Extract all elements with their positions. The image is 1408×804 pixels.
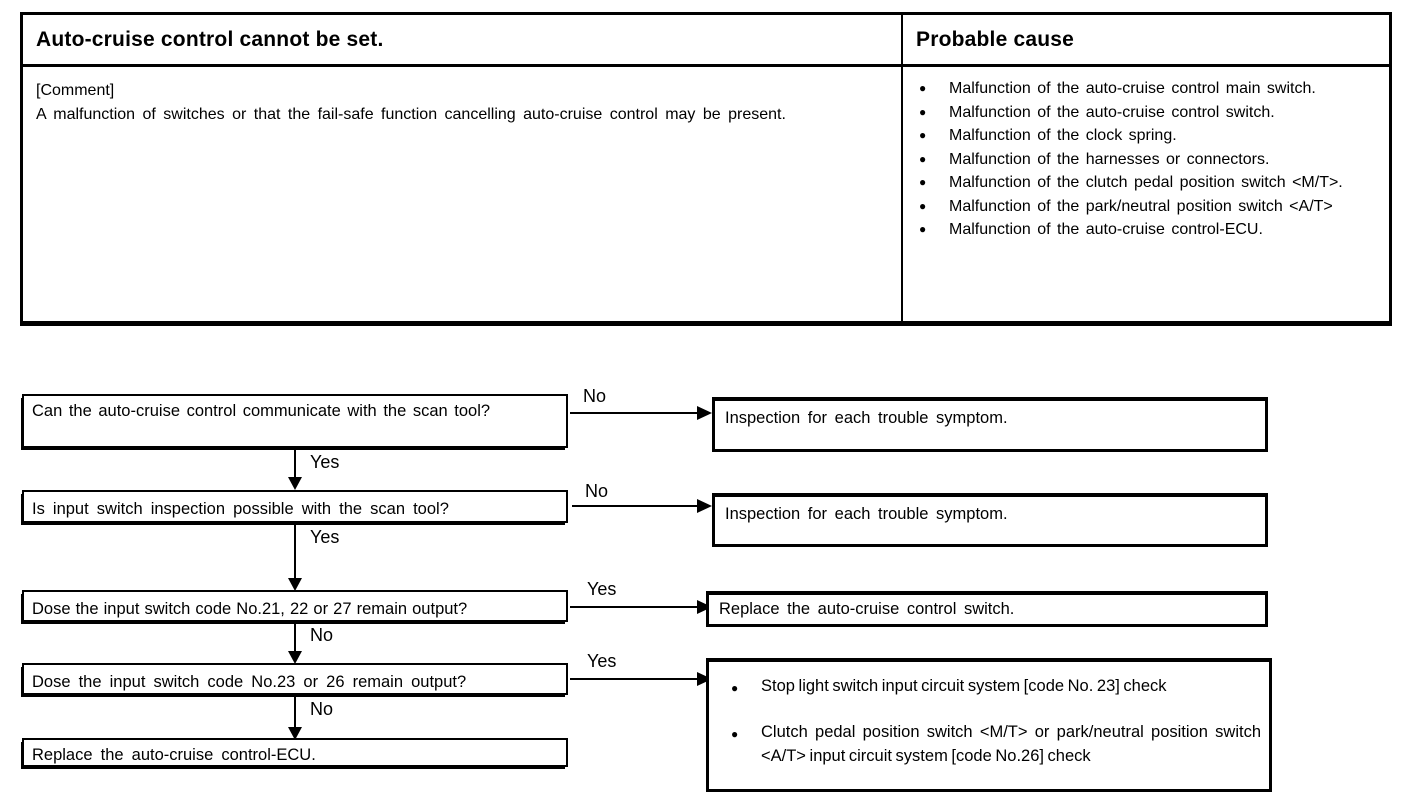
arrowhead-down-icon xyxy=(288,727,302,740)
arrow-line-yes-1 xyxy=(294,448,296,478)
branch-label-no-1: No xyxy=(581,386,609,407)
cause-text: Malfunction of the clutch pedal position… xyxy=(949,174,1343,191)
result-text: Stop light switch input circuit system [… xyxy=(761,677,1167,695)
flow-result-1: Inspection for each trouble symptom. xyxy=(712,397,1268,452)
cause-text: Malfunction of the park/neutral position… xyxy=(949,197,1333,215)
cause-text: Malfunction of the harnesses or connecto… xyxy=(949,150,1270,168)
bullet-icon: ● xyxy=(919,175,927,189)
flow-question-1: Can the auto-cruise control communicate … xyxy=(22,394,568,448)
flow-result-2: Inspection for each trouble symptom. xyxy=(712,493,1268,547)
arrow-line-yes-2 xyxy=(294,523,296,580)
final-action-text: Replace the auto-cruise control-ECU. xyxy=(32,746,316,764)
bullet-icon: ● xyxy=(919,128,927,142)
branch-label-yes-4: Yes xyxy=(585,651,619,672)
branch-label-yes-2: Yes xyxy=(308,527,342,548)
list-item: ● Malfunction of the park/neutral positio… xyxy=(909,195,1379,219)
bullet-icon: ● xyxy=(919,104,927,119)
cause-header-cell: Probable cause xyxy=(903,15,1389,67)
arrowhead-down-icon xyxy=(288,651,302,664)
cause-text: Malfunction of the auto-cruise control m… xyxy=(949,80,1316,97)
list-item: ● Malfunction of the harnesses or connect… xyxy=(909,148,1379,172)
cause-title: Probable cause xyxy=(916,27,1075,51)
arrowhead-right-icon xyxy=(697,499,712,513)
arrow-line-no-1 xyxy=(570,412,698,414)
arrowhead-down-icon xyxy=(288,578,302,591)
branch-label-no-4: No xyxy=(308,699,336,720)
comment-text: A malfunction of switches or that the fa… xyxy=(36,106,786,123)
result-text: Clutch pedal position switch <M/T> or pa… xyxy=(761,723,1261,765)
bullet-icon: ● xyxy=(919,81,927,95)
list-item: ● Stop light switch input circuit system … xyxy=(717,674,1261,698)
list-item: ● Malfunction of the auto-cruise control-… xyxy=(909,218,1379,242)
result-text: Replace the auto-cruise control switch. xyxy=(719,600,1015,618)
question-text: Can the auto-cruise control communicate … xyxy=(32,402,491,420)
arrow-line-no-4 xyxy=(294,695,296,730)
branch-label-no-3: No xyxy=(308,625,336,646)
arrow-line-yes-3 xyxy=(570,606,698,608)
question-text: Is input switch inspection possible with… xyxy=(32,500,449,518)
symptom-header-cell: Auto-cruise control cannot be set. xyxy=(23,15,903,67)
list-item: ● Malfunction of the auto-cruise control … xyxy=(909,77,1379,101)
cause-text: Malfunction of the auto-cruise control-E… xyxy=(949,221,1263,238)
arrowhead-right-icon xyxy=(697,406,712,420)
result-text: Inspection for each trouble symptom. xyxy=(725,409,1008,427)
cause-text: Malfunction of the auto-cruise control s… xyxy=(949,103,1275,121)
arrow-line-yes-4 xyxy=(570,678,698,680)
flow-final-action: Replace the auto-cruise control-ECU. xyxy=(22,738,568,767)
list-item: ● Clutch pedal position switch <M/T> or p… xyxy=(717,720,1261,768)
flow-result-4: ● Stop light switch input circuit system … xyxy=(706,658,1272,792)
question-text: Dose the input switch code No.21, 22 or … xyxy=(32,600,468,618)
comment-label: [Comment] xyxy=(36,82,115,99)
symptom-title: Auto-cruise control cannot be set. xyxy=(36,27,384,51)
result-bullet-list: ● Stop light switch input circuit system … xyxy=(709,662,1269,768)
symptom-table: Auto-cruise control cannot be set. Proba… xyxy=(20,12,1392,326)
flow-question-4: Dose the input switch code No.23 or 26 r… xyxy=(22,663,568,695)
result-text: Inspection for each trouble symptom. xyxy=(725,505,1008,523)
branch-label-no-2: No xyxy=(583,481,611,502)
comment-cell: [Comment] A malfunction of switches or t… xyxy=(23,67,903,321)
bullet-icon: ● xyxy=(919,222,927,236)
arrow-line-no-2 xyxy=(572,505,698,507)
flow-result-3: Replace the auto-cruise control switch. xyxy=(706,591,1268,627)
branch-label-yes-1: Yes xyxy=(308,452,342,473)
cause-text: Malfunction of the clock spring. xyxy=(949,127,1177,144)
arrowhead-down-icon xyxy=(288,477,302,490)
list-item: ● Malfunction of the clock spring. xyxy=(909,124,1379,148)
probable-cause-list: ● Malfunction of the auto-cruise control … xyxy=(909,77,1379,242)
bullet-icon: ● xyxy=(731,681,739,695)
flow-question-2: Is input switch inspection possible with… xyxy=(22,490,568,523)
list-item: ● Malfunction of the clutch pedal positio… xyxy=(909,171,1379,195)
branch-label-yes-3: Yes xyxy=(585,579,619,600)
flow-question-3: Dose the input switch code No.21, 22 or … xyxy=(22,590,568,622)
cause-cell: ● Malfunction of the auto-cruise control … xyxy=(903,67,1389,321)
bullet-icon: ● xyxy=(919,198,927,213)
bullet-icon: ● xyxy=(919,151,927,166)
bullet-icon: ● xyxy=(731,727,739,741)
question-text: Dose the input switch code No.23 or 26 r… xyxy=(32,673,467,691)
arrow-line-no-3 xyxy=(294,622,296,654)
list-item: ● Malfunction of the auto-cruise control … xyxy=(909,101,1379,125)
